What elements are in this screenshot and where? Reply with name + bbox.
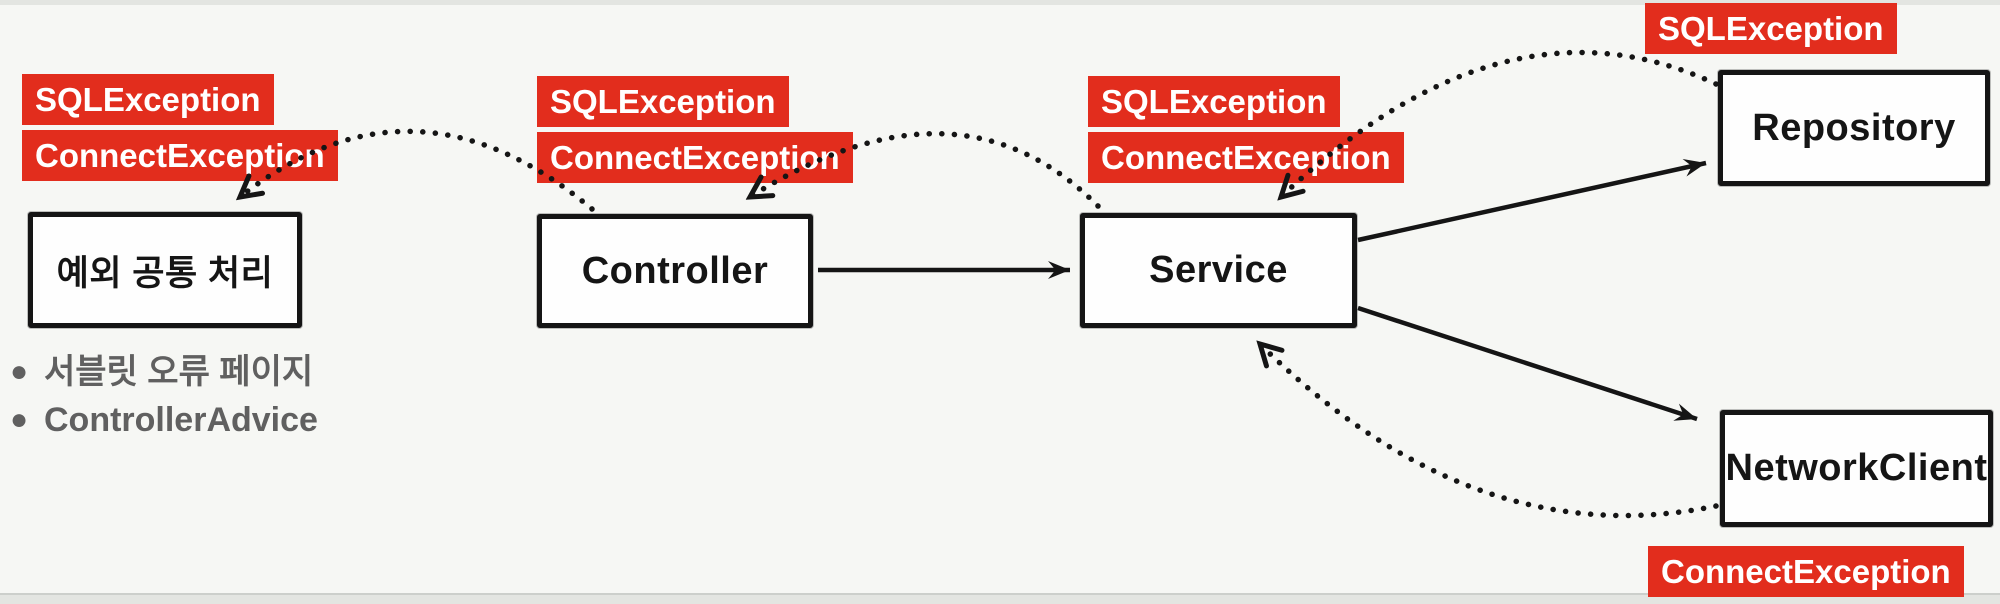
slide-bottom-strip [0,593,2000,604]
badge-repository-sqlexception: SQLException [1645,3,1897,54]
bullet-icon: ● [10,403,29,436]
badge-service-sqlexception: SQLException [1088,76,1340,127]
badge-networkclient-connectexception: ConnectException [1648,546,1964,597]
node-controller: Controller [537,214,813,328]
node-service-label: Service [1149,249,1288,291]
node-repository-label: Repository [1752,106,1956,149]
node-controller-label: Controller [581,249,769,292]
note-servlet-error-page-text: 서블릿 오류 페이지 [44,353,314,391]
node-network-client-label: NetworkClient [1725,447,1988,489]
node-network-client: NetworkClient [1720,410,1993,527]
slide-top-strip [0,0,2000,5]
bullet-icon: ● [10,355,29,388]
node-service: Service [1080,213,1357,328]
badge-handler-connectexception: ConnectException [22,130,338,181]
badge-handler-sqlexception: SQLException [22,74,274,125]
note-servlet-error-page: ● 서블릿 오류 페이지 [10,348,318,396]
arrow-service-to-repository [1357,158,1707,243]
arrow-service-to-networkclient [1357,305,1698,422]
node-exception-handler-label: 예외 공통 처리 [56,253,274,293]
badge-service-connectexception: ConnectException [1088,132,1404,183]
note-controller-advice: ● ControllerAdvice [10,396,318,444]
node-repository: Repository [1718,70,1990,186]
node-exception-handler: 예외 공통 처리 [28,212,302,328]
note-controller-advice-text: ControllerAdvice [44,401,318,439]
handler-notes-list: ● 서블릿 오류 페이지 ● ControllerAdvice [10,348,318,444]
arrow-networkclient-throws-to-service [1260,344,1719,519]
badge-controller-connectexception: ConnectException [537,132,853,183]
badge-controller-sqlexception: SQLException [537,76,789,127]
